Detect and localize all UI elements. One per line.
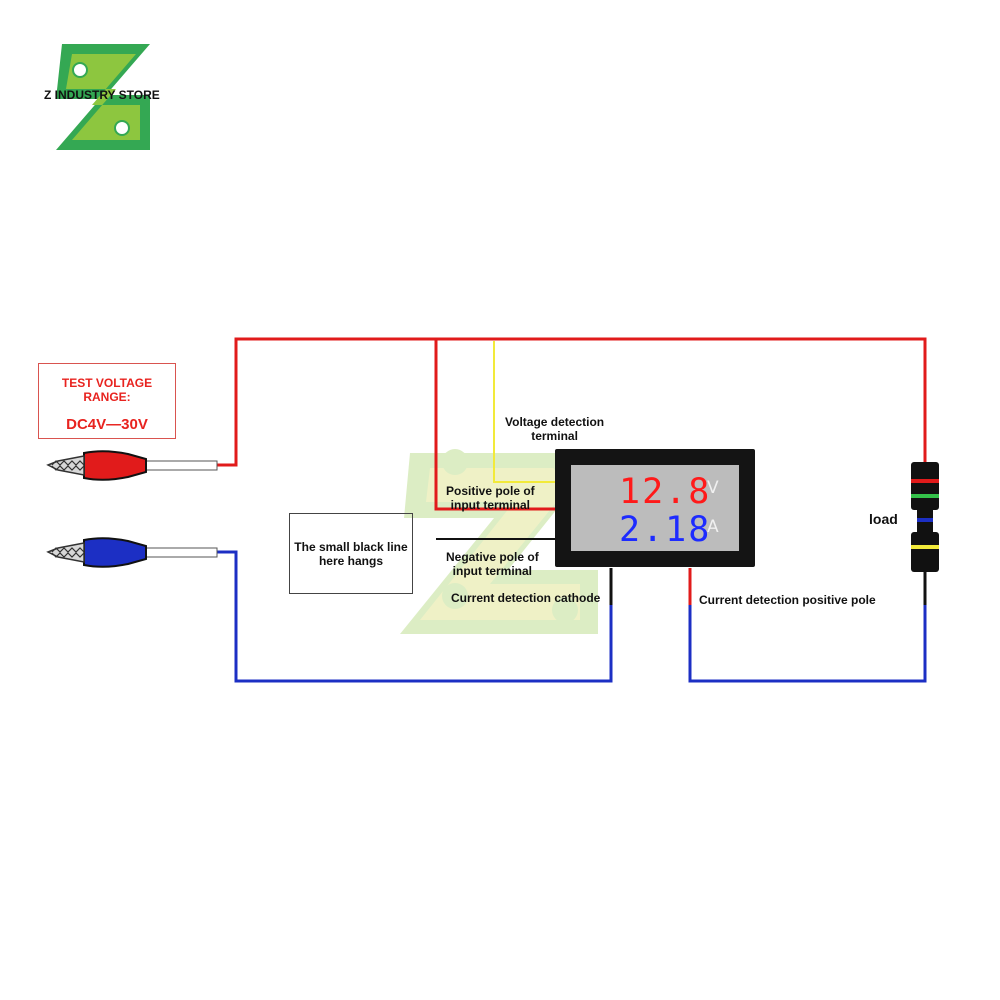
store-logo — [56, 44, 150, 150]
negative-pole-label: Negative pole of input terminal — [446, 550, 539, 578]
black-wire — [436, 538, 613, 605]
logo-text: Z INDUSTRY STORE — [44, 88, 160, 102]
blue-wire — [217, 550, 927, 683]
voltmeter-ammeter: 12.8 V 2.18 A — [555, 449, 755, 567]
range-title: TEST VOLTAGE RANGE: — [61, 376, 153, 404]
yellow-wire — [493, 341, 557, 483]
voltage-detection-label: Voltage detection terminal — [505, 415, 605, 443]
current-unit: A — [707, 517, 719, 537]
voltage-reading: 12.8 — [619, 472, 712, 512]
note-box: The small black line here hangs — [289, 513, 413, 594]
load-component — [911, 462, 939, 605]
range-value: DC4V—30V — [66, 416, 148, 433]
red-probe-clip — [46, 450, 218, 481]
note-line-1: The small black line — [294, 539, 408, 554]
current-cathode-label: Current detection cathode — [451, 591, 601, 605]
load-label: load — [869, 511, 898, 527]
meter-display: 12.8 V 2.18 A — [571, 465, 739, 551]
current-positive-label: Current detection positive pole — [699, 593, 876, 607]
current-reading: 2.18 — [619, 510, 712, 550]
blue-probe-clip — [46, 537, 218, 568]
red-wire — [217, 337, 927, 605]
note-line-2: here hangs — [318, 553, 383, 568]
voltage-unit: V — [707, 478, 719, 498]
test-voltage-range-box: TEST VOLTAGE RANGE: DC4V—30V — [38, 363, 176, 439]
positive-pole-label: Positive pole of input terminal — [446, 484, 535, 512]
